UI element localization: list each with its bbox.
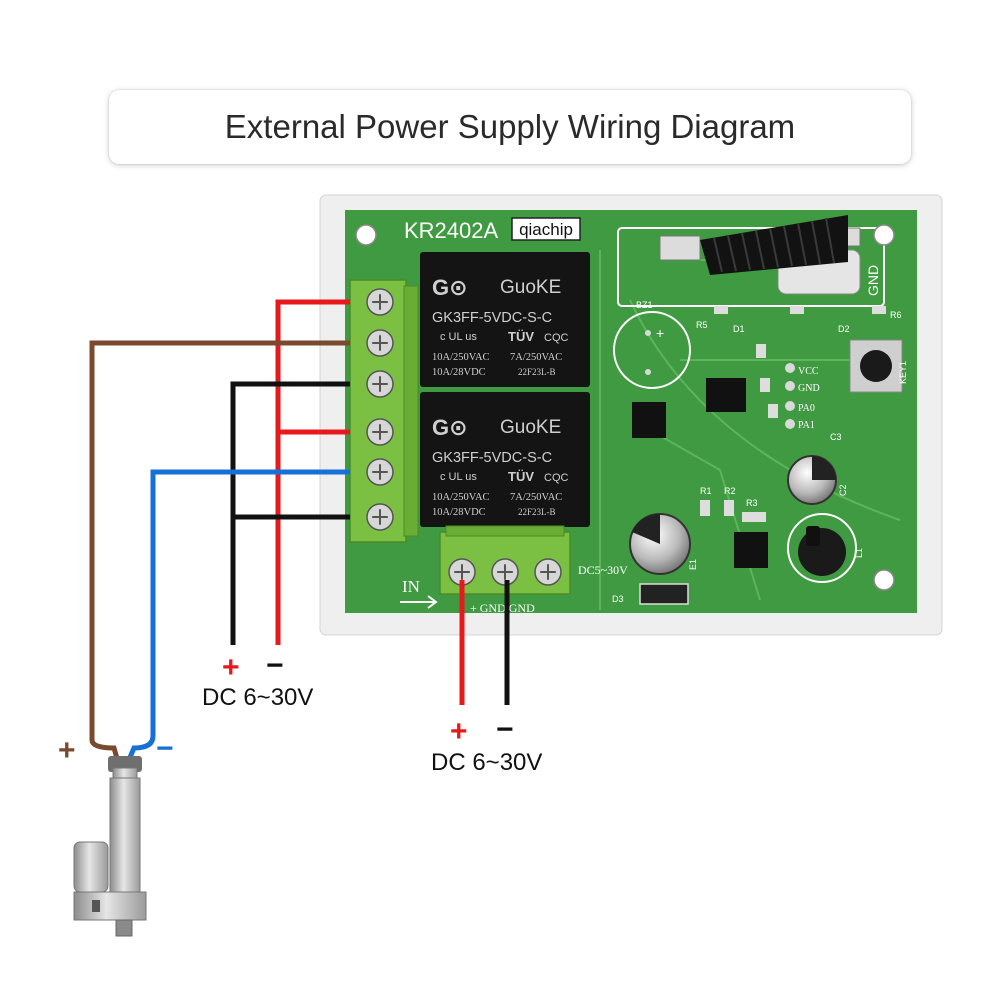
capacitor-e1: E1 [629, 513, 698, 575]
terminal-screw-2 [366, 329, 394, 357]
label-in: IN [402, 577, 420, 596]
inductor-l1: L1 [787, 513, 864, 583]
relay-1-tuv-mark: TÜV [508, 329, 534, 344]
relay-supply-voltage: DC 6~30V [202, 684, 313, 711]
diagram-title: External Power Supply Wiring Diagram [224, 108, 796, 145]
label-r3: R3 [746, 498, 758, 508]
label-pa0: PA0 [798, 403, 815, 414]
input-screw-1 [448, 558, 476, 586]
relay-2-rating-2: 7A/250VAC [510, 492, 562, 503]
label-c3: C3 [830, 432, 842, 442]
relay-2-part: GK3FF-5VDC-S-C [432, 450, 552, 466]
terminal-screw-1 [366, 288, 394, 316]
terminal-screw-6 [366, 503, 394, 531]
motor-positive-wire [89, 340, 350, 763]
relay-1-rating-1: 10A/250VAC [432, 352, 490, 363]
label-c2: C2 [838, 484, 848, 496]
label-gnd: GND [798, 383, 820, 394]
relay-1-rating-4: 22F23L-B [518, 367, 556, 377]
label-gnd-pins: + GND GND [470, 601, 535, 615]
input-supply-minus: − [496, 713, 514, 746]
relay-negative-wire [230, 381, 350, 645]
relay-1-logo: GuoKE [500, 277, 561, 298]
motor-plus-label: + [58, 734, 76, 767]
linear-actuator [73, 756, 147, 937]
antenna-coil [700, 215, 848, 275]
input-supply-plus: + [450, 715, 468, 748]
relay-supply-plus: + [222, 651, 240, 684]
input-supply-voltage: DC 6~30V [431, 749, 542, 776]
label-e1: E1 [688, 559, 698, 570]
in-arrow [400, 595, 438, 609]
input-screws [448, 558, 562, 586]
relay-1-part: GK3FF-5VDC-S-C [432, 310, 552, 326]
label-pa1: PA1 [798, 420, 815, 431]
buzzer: + BZ1 [613, 300, 691, 389]
label-d3: D3 [612, 594, 624, 604]
relay-2-ul-mark: c UL us [440, 471, 477, 483]
relay-2-logo: GuoKE [500, 417, 561, 438]
terminal-screw-4 [366, 418, 394, 446]
label-r2: R2 [724, 486, 736, 496]
motor-minus-label: − [156, 732, 174, 765]
buzzer-label: BZ1 [636, 300, 653, 310]
relay-2: GuoKE G⊙ GK3FF-5VDC-S-C c UL us TÜV CQC … [420, 392, 590, 527]
mount-hole [355, 224, 377, 246]
label-input-pins: DC5~30V [578, 563, 628, 577]
label-l1: L1 [854, 548, 864, 558]
label-d1: D1 [733, 324, 745, 334]
relay-2-rating-4: 22F23L-B [518, 507, 556, 517]
relay-supply-minus: − [266, 649, 284, 682]
smd-components: R5 D1 D2 R6 VCC GND PA0 PA1 C3 R1 R2 R3 … [612, 306, 902, 605]
gnd-label-top: GND [865, 265, 881, 296]
relay-2-rating-1: 10A/250VAC [432, 492, 490, 503]
input-screw-3 [534, 558, 562, 586]
capacitor-c2: C2 [787, 455, 848, 505]
terminal-screw-5 [366, 458, 394, 486]
relay-1: GuoKE G⊙ GK3FF-5VDC-S-C c UL us TÜV CQC … [420, 252, 590, 387]
relay-2-glyph: G⊙ [432, 415, 468, 440]
mount-hole [873, 569, 895, 591]
key-button: KEY1 [849, 339, 908, 393]
label-r1: R1 [700, 486, 712, 496]
motor-negative-wire [125, 469, 350, 763]
relay-2-tuv-mark: TÜV [508, 469, 534, 484]
terminal-screw-3 [366, 370, 394, 398]
label-vcc: VCC [798, 366, 819, 377]
board-brand: qiachip [519, 220, 573, 239]
relay-1-glyph: G⊙ [432, 275, 468, 300]
relay-1-rating-3: 10A/28VDC [432, 367, 486, 378]
label-r6: R6 [890, 310, 902, 320]
buzzer-plus: + [656, 325, 664, 341]
mount-hole [873, 224, 895, 246]
title-box: External Power Supply Wiring Diagram [109, 90, 911, 164]
key-label: KEY1 [898, 361, 908, 384]
relay-1-ul-mark: c UL us [440, 331, 477, 343]
relay-1-rating-2: 7A/250VAC [510, 352, 562, 363]
relay-2-cqc-mark: CQC [544, 472, 569, 484]
label-r5: R5 [696, 320, 708, 330]
rf-module: GND [659, 215, 881, 296]
output-terminal-block [349, 279, 419, 543]
label-d2: D2 [838, 324, 850, 334]
relay-positive-wire [275, 299, 350, 645]
terminal-screws [366, 288, 394, 531]
board-model: KR2402A [404, 218, 499, 243]
relay-1-cqc-mark: CQC [544, 332, 569, 344]
relay-2-rating-3: 10A/28VDC [432, 507, 486, 518]
